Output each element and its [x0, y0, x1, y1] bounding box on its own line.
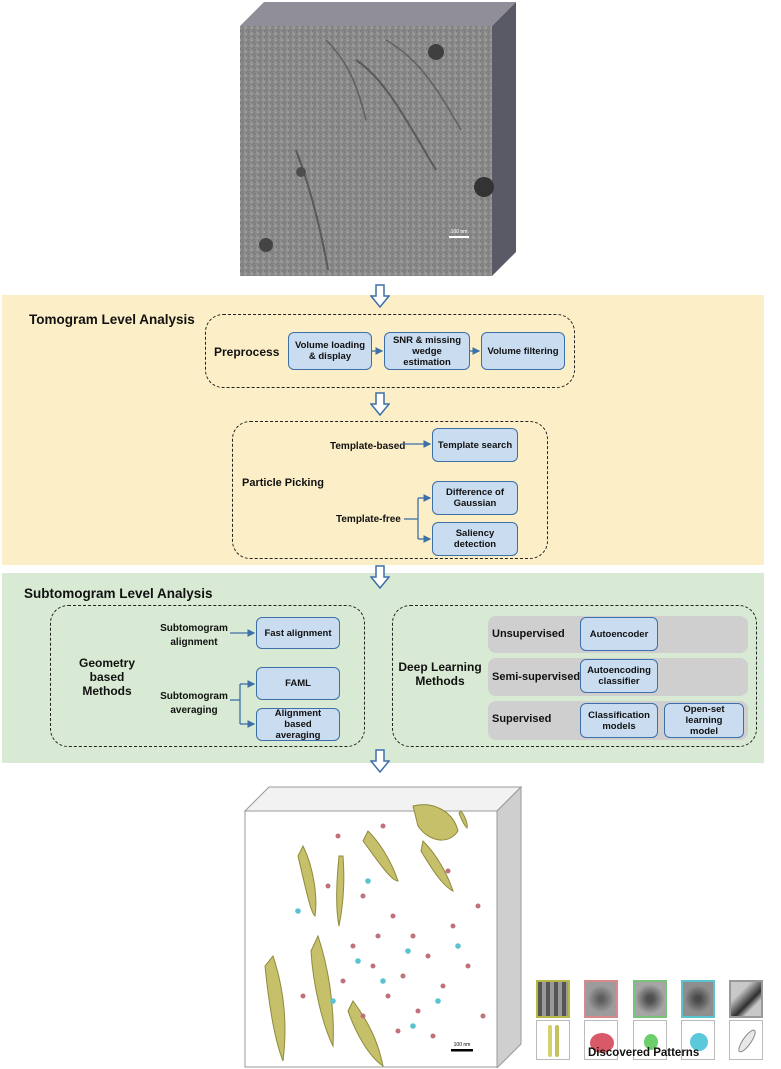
faml-box: FAML — [256, 667, 340, 700]
volume-filtering-box: Volume filtering — [481, 332, 565, 370]
snr-estimation-box: SNR & missing wedge estimation — [384, 332, 470, 370]
classification-models-box: Classification models — [580, 703, 658, 738]
pattern-shape — [584, 1020, 618, 1060]
pattern-thumbnail — [681, 980, 715, 1018]
pattern-shape — [536, 1020, 570, 1060]
down-arrow-icon — [370, 749, 390, 773]
autoencoder-box: Autoencoder — [580, 617, 658, 651]
pattern-thumbnail — [536, 980, 570, 1018]
preprocess-label: Preprocess — [214, 345, 280, 359]
pattern-thumbnail — [633, 980, 667, 1018]
saliency-detection-box: Saliency detection — [432, 522, 518, 556]
down-arrow-icon — [370, 392, 390, 416]
pattern-thumbnail — [584, 980, 618, 1018]
pattern-shape — [633, 1020, 667, 1060]
pattern-shape — [729, 1020, 763, 1060]
open-set-learning-box: Open-set learning model — [664, 703, 744, 738]
segmentation-scale-bar: 100 nm — [454, 1042, 471, 1048]
tomogram-level-title: Tomogram Level Analysis — [29, 312, 195, 327]
segmentation-cube: 100 nm — [243, 786, 523, 1068]
preprocess-group — [205, 314, 575, 388]
difference-of-gaussian-box: Difference of Gaussian — [432, 481, 518, 515]
geometry-methods-group — [50, 605, 365, 747]
discovered-patterns-caption: Discovered Patterns — [588, 1047, 700, 1059]
particle-picking-group — [232, 421, 548, 559]
pattern-shape — [681, 1020, 715, 1060]
fast-alignment-box: Fast alignment — [256, 617, 340, 649]
template-search-box: Template search — [432, 428, 518, 462]
down-arrow-icon — [370, 284, 390, 308]
subtomogram-averaging-label: Subtomogram averaging — [160, 691, 228, 716]
geometry-methods-label: Geometry based Methods — [78, 656, 136, 698]
supervised-label: Supervised — [492, 713, 552, 725]
subtomogram-alignment-label: Subtomogram alignment — [160, 623, 228, 648]
tomogram-cube: 100 nm — [240, 2, 516, 276]
particle-picking-label: Particle Picking — [242, 477, 324, 489]
alignment-averaging-box: Alignment based averaging — [256, 708, 340, 741]
autoencoding-classifier-box: Autoencoding classifier — [580, 659, 658, 693]
template-based-label: Template-based — [330, 441, 406, 452]
deep-learning-group — [392, 605, 757, 747]
template-free-label: Template-free — [336, 514, 401, 525]
volume-loading-box: Volume loading & display — [288, 332, 372, 370]
unsupervised-label: Unsupervised — [492, 628, 565, 640]
tomogram-level-panel — [2, 295, 764, 565]
tomogram-scale-bar: 100 nm — [451, 229, 468, 235]
subtomogram-level-title: Subtomogram Level Analysis — [24, 586, 213, 601]
deep-learning-label: Deep Learning Methods — [398, 660, 482, 688]
semi-supervised-label: Semi-supervised — [492, 671, 581, 683]
pattern-thumbnail — [729, 980, 763, 1018]
down-arrow-icon — [370, 565, 390, 589]
